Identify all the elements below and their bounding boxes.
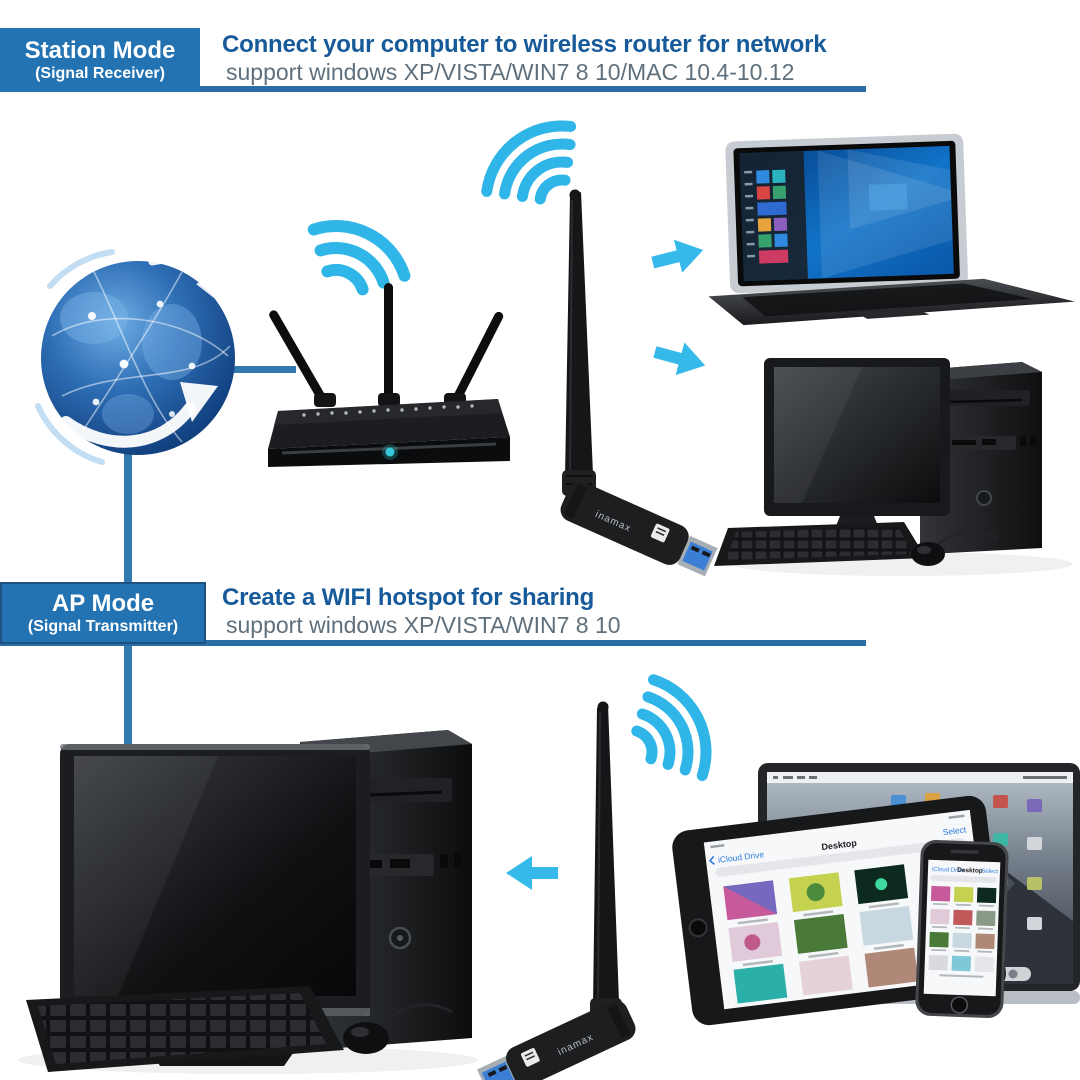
pc-keyboard [714, 522, 926, 566]
arrow-to-laptop-icon [651, 239, 704, 273]
back-chevron-icon [708, 855, 716, 865]
pc-mouse [343, 1003, 453, 1054]
connector-line-globe-router [208, 366, 296, 373]
adapter-body: inamax [560, 481, 718, 577]
iphone-photo-grid [928, 885, 997, 978]
ipad-nav-action: Select [942, 824, 967, 837]
iphone-icloud-drive-ui: iCloud Drive Desktop Select [928, 867, 998, 978]
wifi-signal-icon [631, 674, 712, 781]
laptop-screen-windows10 [739, 145, 954, 282]
ipad-icloud-drive-ui: iCloud Drive Desktop Select [708, 814, 984, 1004]
ap-mode-badge: AP Mode (Signal Transmitter) [0, 582, 206, 644]
station-mode-subtitle: (Signal Receiver) [35, 65, 165, 82]
wifi-signal-icon [307, 220, 411, 296]
adapter-antenna [590, 701, 622, 1022]
windows-laptop-illustration [708, 133, 1075, 326]
wifi-signal-icon [481, 120, 577, 205]
ap-mode-title: AP Mode [51, 590, 155, 617]
wireless-router-illustration [268, 283, 510, 467]
ap-headline: Create a WIFI hotspot for sharing [222, 584, 595, 611]
iphone-nav-title: Desktop [957, 867, 983, 875]
pc-tower [920, 362, 1042, 554]
tower-power-button [976, 490, 992, 506]
iphone-home-button [950, 996, 969, 1014]
ipad-search-field [715, 838, 966, 877]
iphone-nav-back: iCloud Drive [932, 867, 966, 874]
arrow-to-pc-icon [506, 856, 558, 890]
ap-subline: support windows XP/VISTA/WIN7 8 10 [226, 612, 621, 638]
iphone-illustration: iCloud Drive Desktop Select [915, 840, 1009, 1018]
laptop-trackpad [853, 307, 930, 319]
arrow-to-desktop-icon [653, 342, 706, 376]
desktop-pc-illustration-station [714, 358, 1072, 576]
router-vent-dots [302, 404, 474, 417]
pc-monitor [764, 358, 950, 546]
router-led [385, 447, 395, 457]
iphone-nav-action: Select [981, 869, 998, 876]
ap-header-rule [0, 640, 866, 646]
pc-keyboard [26, 986, 344, 1072]
usb-wifi-adapter-illustration-ap: inamax [476, 674, 712, 1080]
adapter-body: inamax [476, 1000, 636, 1080]
start-menu-tiles [756, 169, 789, 264]
station-mode-title: Station Mode [24, 37, 176, 64]
desktop-pc-illustration-ap [18, 730, 478, 1074]
apple-devices-illustration: iCloud Drive Desktop Select [672, 763, 1080, 1026]
globe-arrow-large [60, 402, 196, 448]
laptop-keyboard [742, 283, 1033, 317]
station-header-rule [0, 86, 866, 92]
station-subline: support windows XP/VISTA/WIN7 8 10/MAC 1… [226, 59, 795, 85]
pc-mouse [911, 530, 999, 566]
station-headline: Connect your computer to wireless router… [222, 31, 827, 58]
adapter-antenna [562, 189, 596, 496]
start-menu-app-list [744, 170, 756, 258]
internet-globe-icon [35, 249, 235, 465]
ipad-nav-title: Desktop [821, 838, 858, 852]
ap-mode-subtitle: (Signal Transmitter) [27, 618, 179, 635]
station-mode-badge: Station Mode (Signal Receiver) [0, 28, 200, 92]
usb-wifi-adapter-illustration-station: inamax [481, 120, 718, 577]
ipad-photo-grid [723, 856, 984, 1004]
macbook-menu-bar [767, 772, 1073, 783]
ipad-home-button [688, 918, 708, 938]
